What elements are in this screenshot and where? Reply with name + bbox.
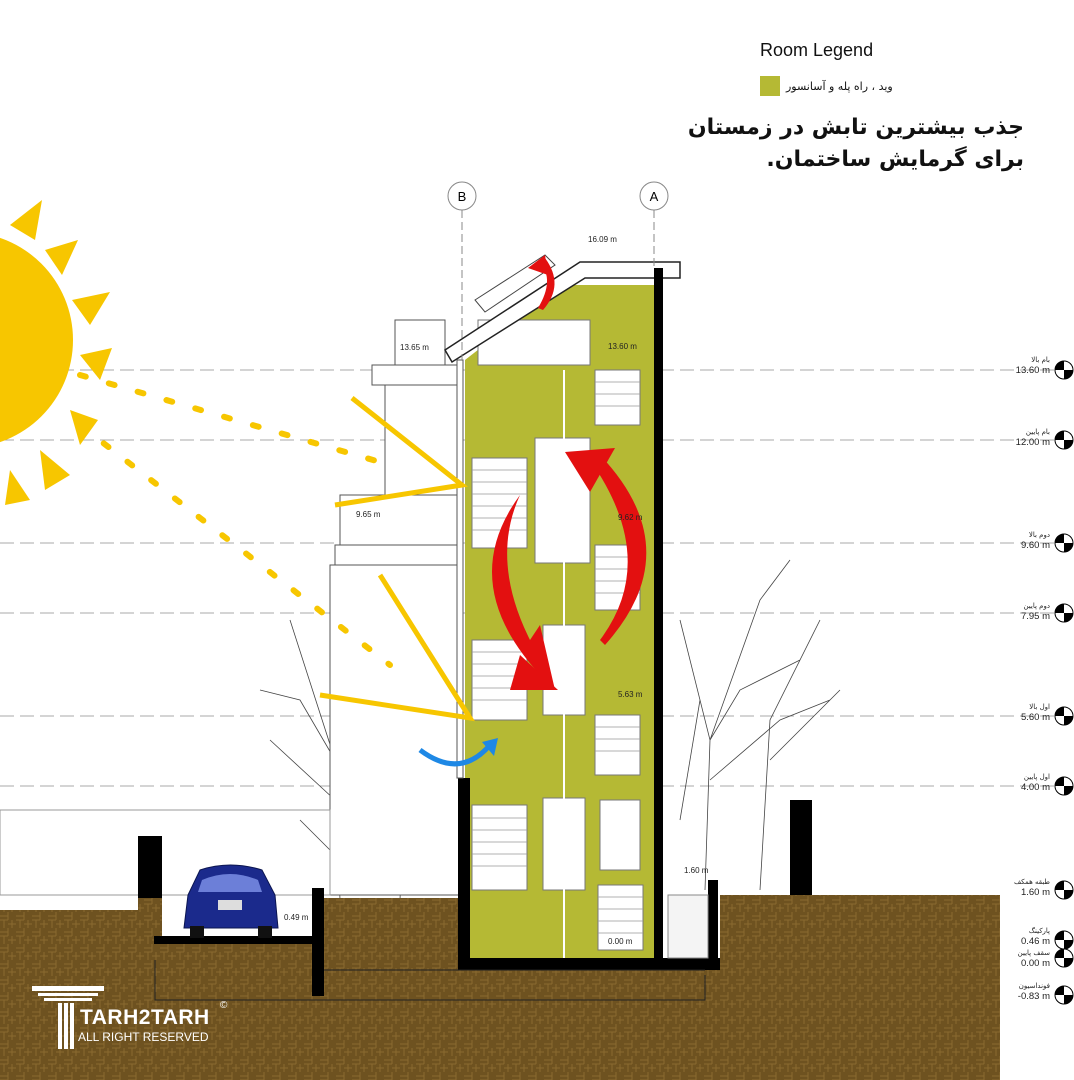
spot-elevation: 5.63 m: [618, 690, 643, 699]
grid-axis-label: A: [650, 189, 659, 204]
level-name: دوم پایین: [1023, 602, 1050, 610]
sun-ray-dashes: [77, 372, 393, 668]
level-name: اول بالا: [1029, 703, 1050, 711]
level-name: سقف پایین: [1017, 949, 1050, 957]
spot-elevation: 0.00 m: [608, 937, 633, 946]
spot-elevation: 9.62 m: [618, 513, 643, 522]
level-name: پارکینگ: [1028, 927, 1050, 935]
watermark-title: TARH2TARH: [80, 1006, 210, 1029]
structure-walls: [138, 268, 812, 995]
heat-circulation-arrows: [492, 255, 647, 690]
legend-swatch: [760, 76, 780, 96]
spot-elevation: 0.49 m: [284, 913, 309, 922]
level-name: طبقه همکف: [1013, 878, 1050, 886]
spot-elevation: 16.09 m: [588, 235, 617, 244]
watermark-subtitle: ALL RIGHT RESERVED: [78, 1030, 209, 1044]
level-elevation: 0.00 m: [1020, 958, 1050, 969]
stair-treads: [472, 370, 643, 960]
level-elevation: 5.60 m: [1020, 712, 1050, 723]
level-elevation: 13.60 m: [1015, 365, 1050, 376]
sun-icon: [0, 200, 112, 505]
level-name: بام بالا: [1031, 356, 1050, 364]
grid-axis-label: B: [458, 189, 467, 204]
legend-label: وید ، راه پله و آسانسور: [786, 79, 893, 93]
level-elevation: 12.00 m: [1015, 437, 1050, 448]
tree-right: [679, 559, 841, 891]
level-label: فونداسیون-0.83 m: [930, 982, 1050, 1002]
spot-elevations: 16.09 m 13.65 m 13.60 m 9.65 m 9.62 m 5.…: [284, 235, 709, 946]
parking-slab: [154, 936, 324, 944]
spot-elevation: 9.65 m: [356, 510, 381, 519]
grid-axis-b: B: [447, 181, 477, 211]
grid-axis-a: A: [639, 181, 669, 211]
window-column-b: [456, 359, 464, 779]
level-marker-icons: [1054, 360, 1074, 1005]
legend-title: Room Legend: [760, 40, 874, 60]
copyright-icon: ©: [220, 1000, 228, 1011]
level-name: فونداسیون: [1018, 982, 1050, 990]
level-name: دوم بالا: [1028, 531, 1050, 539]
car: [183, 864, 279, 938]
level-name: اول پایین: [1023, 773, 1050, 781]
legend-item: وید ، راه پله و آسانسور: [760, 76, 893, 96]
level-elevation: 9.60 m: [1020, 540, 1050, 551]
headline: جذب بیشترین تابش در زمستان برای گرمایش س…: [687, 115, 1024, 172]
entry-steps: [667, 894, 709, 959]
level-elevation: 7.95 m: [1020, 611, 1050, 622]
fresh-air-arrow: [418, 738, 498, 767]
grid-axes: [461, 210, 655, 360]
spot-elevation: 1.60 m: [684, 866, 709, 875]
spot-elevation: 13.65 m: [400, 343, 429, 352]
tarh2tarh-logo-icon: [32, 986, 104, 1049]
foundation-lines: [154, 960, 706, 1001]
west-annex: [0, 319, 463, 896]
level-elevation: 0.46 m: [1020, 936, 1050, 947]
level-elevation: 1.60 m: [1020, 887, 1050, 898]
level-name: بام پایین: [1025, 428, 1050, 436]
spot-elevation: 13.60 m: [608, 342, 637, 351]
sun-ray-reflections: [319, 396, 476, 722]
level-elevation: -0.83 m: [1017, 991, 1050, 1002]
level-elevation: 4.00 m: [1020, 782, 1050, 793]
